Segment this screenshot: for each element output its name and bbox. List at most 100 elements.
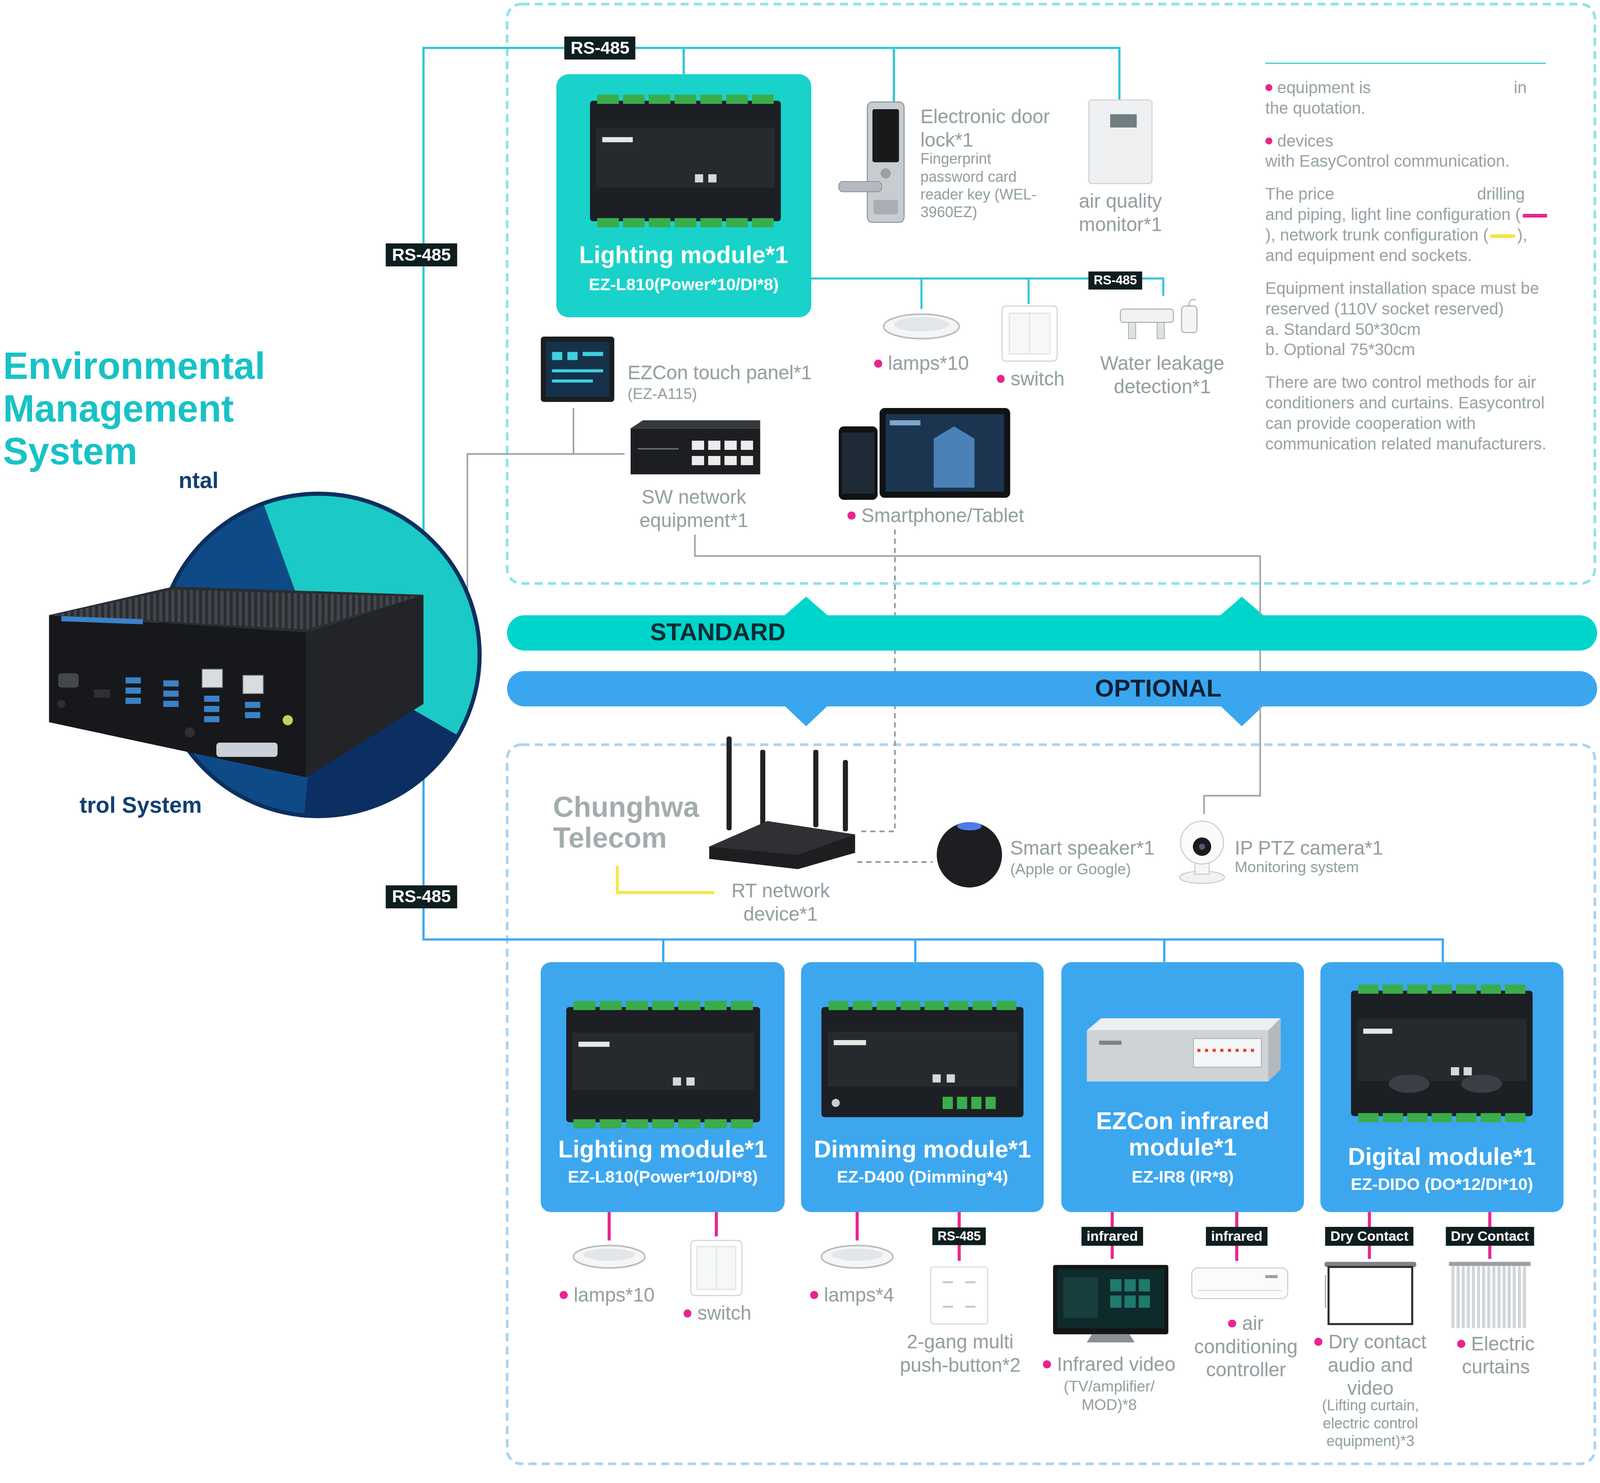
module-box: Lighting module*1EZ-L810(Power*10/DI*8) [540, 962, 785, 1213]
door-lock-illustration [873, 199, 898, 215]
node-text: EZ-L810(Power*10/DI*8) [556, 274, 812, 295]
phone-tablet-illustration [885, 414, 1004, 492]
controller-pc [243, 675, 264, 694]
node-subtitle: Monitoring system [1234, 858, 1359, 876]
node-text: Digital module*1 [1320, 1143, 1564, 1171]
node-title: Smartphone/Tablet [861, 504, 1024, 527]
node-text: Lighting module*1 [556, 241, 812, 269]
node-text: Lighting module*1 [540, 1135, 785, 1164]
node-text: IP PTZ camera*1 [1234, 836, 1385, 861]
water-sensor-illustration [1156, 322, 1164, 339]
router-illustration [709, 821, 855, 870]
module-illustration [1228, 1049, 1231, 1052]
light-line-swatch [1522, 213, 1548, 218]
controller-pc [48, 586, 424, 778]
controller-pc [245, 702, 261, 709]
network-switch-illustration [630, 420, 761, 475]
camera-illustration [1179, 821, 1225, 884]
network-switch-illustration [724, 456, 737, 466]
router-illustration [726, 736, 732, 831]
touch-panel-illustration [540, 336, 615, 402]
connector-tag: infrared [1081, 1227, 1144, 1247]
module-illustration [704, 1119, 727, 1129]
bullet-dot [847, 511, 856, 520]
module-illustration [1505, 984, 1526, 994]
door-lock-illustration [838, 102, 905, 223]
diagram-title: Environmental Management System [2, 344, 310, 473]
controller-pc [163, 690, 179, 697]
curtain-illustration [1448, 1262, 1531, 1329]
node-text: 2-gang multi push-button*2 [883, 1330, 1037, 1378]
touch-panel-illustration [552, 379, 593, 383]
node-text: EZ-D400 (Dimming*4) [801, 1167, 1045, 1188]
module-illustration [827, 1031, 1018, 1087]
device-node: Smart speaker*1(Apple or Google) [932, 816, 1163, 892]
node-text: EZCon infrared module*1 [1065, 1108, 1301, 1161]
air-monitor-illustration [1088, 100, 1153, 184]
network-switch-illustration [630, 420, 761, 429]
tv-illustration [1124, 1295, 1136, 1309]
node-title: switch [697, 1302, 752, 1325]
switch-illustration [1028, 313, 1030, 354]
air-monitor-illustration [1088, 100, 1153, 184]
controller-pc [94, 689, 111, 698]
router-illustration [842, 759, 848, 832]
node-title: IP PTZ camera*1 [1234, 837, 1383, 859]
note-paragraph: The pricedrilling and piping, light line… [1265, 183, 1554, 267]
trunk-line-swatch [1490, 234, 1516, 239]
module-illustration [622, 218, 645, 228]
phone-tablet-illustration [838, 426, 878, 501]
camera-illustration [1180, 821, 1224, 865]
projector-screen-illustration [1324, 1275, 1326, 1309]
connector [855, 1212, 859, 1242]
push-button-illustration [942, 1281, 953, 1284]
module-illustration [700, 218, 722, 228]
module-illustration [996, 1000, 1017, 1011]
camera-illustration [1198, 843, 1206, 850]
module-illustration [589, 101, 781, 222]
module-illustration [725, 218, 748, 228]
module-illustration [672, 1077, 682, 1086]
network-switch-illustration [637, 448, 679, 450]
bullet-dot [559, 1291, 568, 1300]
module-illustration [1268, 1018, 1281, 1082]
device-node: Electric curtains [1438, 1259, 1553, 1382]
bullet-dot [1265, 84, 1273, 92]
tv-illustration [1110, 1279, 1122, 1292]
network-switch-illustration [740, 440, 753, 450]
controller-pc [57, 700, 66, 709]
node-title: 2-gang multi push-button*2 [899, 1331, 1021, 1377]
module-illustration [932, 1074, 941, 1083]
module-illustration [596, 94, 619, 104]
module-illustration [751, 218, 774, 228]
node-subtitle: (Apple or Google) [1010, 860, 1131, 878]
curtain-illustration [1448, 1262, 1531, 1267]
device-node: SW network equipment*1 [622, 420, 766, 535]
router-illustration [813, 750, 819, 828]
node-text: Monitoring system [1234, 858, 1385, 877]
node-title: EZCon touch panel*1 [627, 361, 812, 384]
module-illustration [1407, 984, 1428, 994]
blank-space [1370, 92, 1514, 94]
device-node: air quality monitor*1 [1063, 100, 1178, 239]
module-illustration [972, 1000, 993, 1011]
connector [857, 861, 933, 864]
connector-tag: RS-485 [1088, 271, 1142, 290]
module-illustration [1382, 984, 1404, 994]
controller-pc [306, 594, 424, 778]
node-title: air conditioning controller [1194, 1312, 1298, 1381]
node-text: SW network equipment*1 [622, 485, 766, 533]
touch-panel-illustration [546, 342, 610, 398]
router-illustration [709, 736, 855, 870]
device-node: Infrared video(TV/amplifier/ MOD)*8 [1032, 1259, 1186, 1423]
note-paragraph: a. Standard 50*30cm [1265, 319, 1554, 340]
device-node: IP PTZ camera*1Monitoring system [1175, 814, 1385, 888]
module-illustration [651, 1119, 675, 1129]
device-node: switch [987, 304, 1074, 395]
note-text: with EasyControl communication. [1265, 151, 1510, 171]
network-cable [467, 454, 625, 613]
module-illustration [1480, 984, 1502, 994]
push-button-illustration [930, 1267, 988, 1325]
node-title: Infrared video [1056, 1353, 1176, 1376]
